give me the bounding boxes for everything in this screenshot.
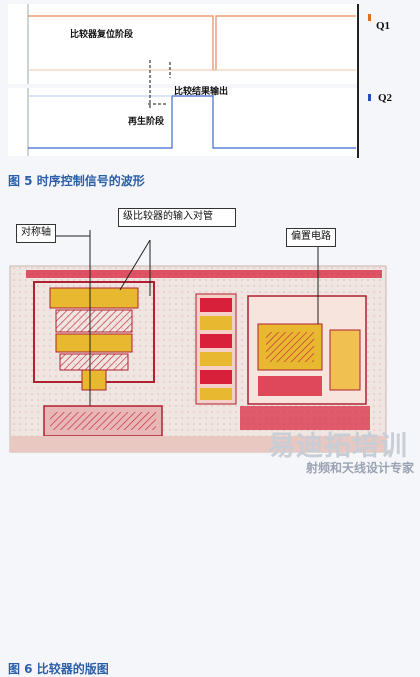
comparator-mid-row <box>55 309 133 333</box>
q2-waveform <box>28 95 356 149</box>
figure-6-caption: 图 6 比较器的版图 <box>8 662 109 676</box>
q2-label: Q2 <box>378 92 393 104</box>
bias-circuit-label: 偏置电路 <box>286 228 336 247</box>
symmetry-axis-label: 对称轴 <box>16 224 56 243</box>
reset-phase-label: 比较器复位阶段 <box>70 30 134 40</box>
bias-side <box>329 329 361 391</box>
comparator-top-row <box>49 287 139 309</box>
watermark-sub: 射频和天线设计专家 <box>305 461 414 475</box>
figure-5: Q1 Q2 比较器复位阶段 再生阶段 比较结果输出 图 5 时序控制信号的波形 <box>0 0 420 204</box>
q1-label: Q1 <box>376 20 391 32</box>
top-bus <box>26 270 382 278</box>
regen-phase-label: 再生阶段 <box>128 117 165 127</box>
bottom-right-block <box>240 406 370 430</box>
chip-layout <box>9 230 387 453</box>
q2-panel <box>8 88 358 156</box>
comparator-lower-row <box>55 333 133 353</box>
figure-6: 对称轴 级比较器的输入对管 偏置电路 图 6 比较器的版图 <box>0 200 420 676</box>
q1-panel <box>8 4 358 84</box>
q1-marker <box>368 14 371 21</box>
watermark-main: 易迪拓培训 <box>268 431 408 462</box>
q2-marker <box>368 94 371 101</box>
input-pair-leader-2 <box>119 239 151 291</box>
bias-bottom <box>258 376 322 396</box>
comparator-bottom-row <box>59 353 129 371</box>
bias-core-hatch <box>266 332 314 362</box>
middle-column <box>195 293 237 405</box>
comparator-tail <box>81 369 107 391</box>
bottom-bus <box>10 436 386 452</box>
input-pair-label: 级比较器的输入对管 <box>118 208 236 227</box>
figure-5-caption: 图 5 时序控制信号的波形 <box>8 174 145 188</box>
middle-column-cells <box>200 298 232 400</box>
output-phase-label: 比较结果输出 <box>174 87 229 97</box>
waveform-plot <box>8 4 371 158</box>
bottom-left-hatch <box>50 412 156 430</box>
